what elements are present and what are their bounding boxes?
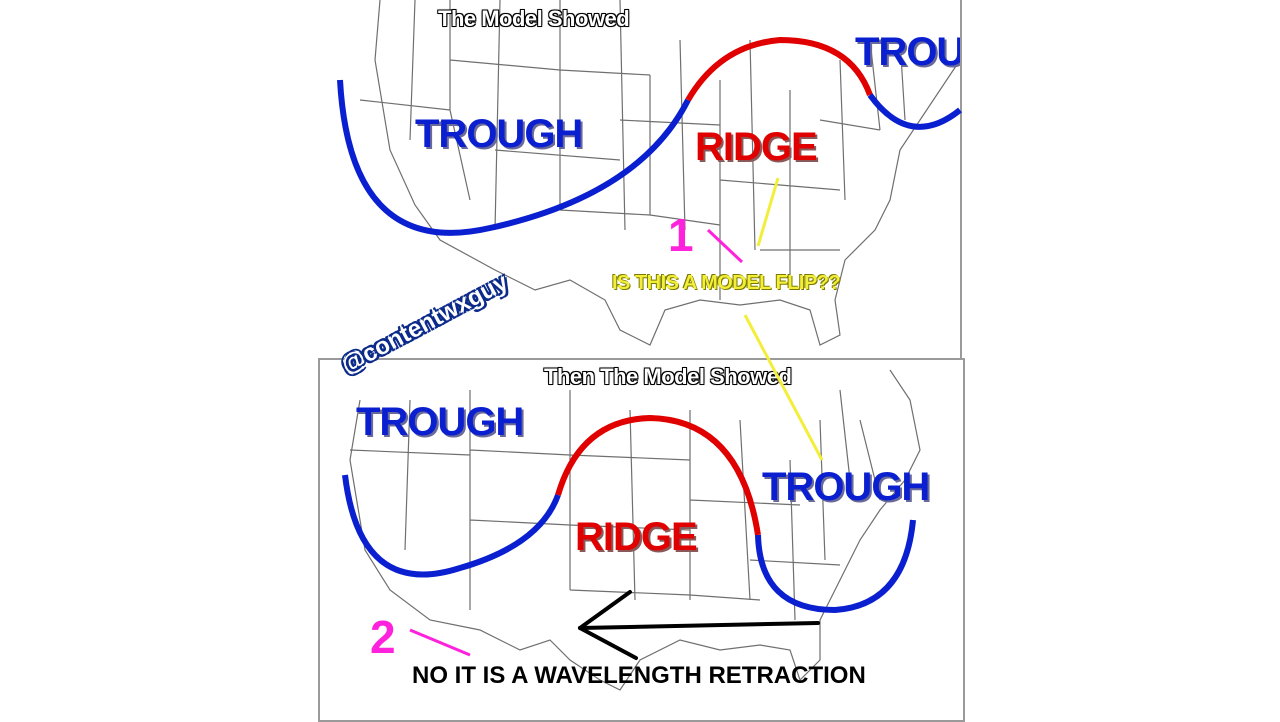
top-ridge-label: RIDGE	[695, 125, 818, 169]
top-trough-east-label: TROU	[855, 30, 962, 74]
bottom-trough-east-label: TROUGH	[762, 465, 930, 509]
marker-2: 2	[370, 611, 396, 663]
bottom-ridge-label: RIDGE	[575, 515, 698, 559]
us-outline	[349, 369, 921, 691]
bottom-map-panel: Then The Model Showed TROUGH RIDGE TROUG…	[318, 358, 965, 722]
bottom-trough-west-label: TROUGH	[356, 400, 524, 444]
bottom-panel-caption: Then The Model Showed	[544, 364, 792, 389]
top-panel-caption: The Model Showed	[438, 6, 630, 31]
question-text: IS THIS A MODEL FLIP??	[612, 272, 841, 294]
top-trough-west-label: TROUGH	[415, 112, 583, 156]
answer-text: NO IT IS A WAVELENGTH RETRACTION	[412, 662, 866, 689]
marker-1: 1	[668, 209, 694, 261]
top-map-panel: The Model Showed TROUGH RIDGE TROU	[320, 0, 962, 360]
us-outline	[374, 0, 960, 346]
